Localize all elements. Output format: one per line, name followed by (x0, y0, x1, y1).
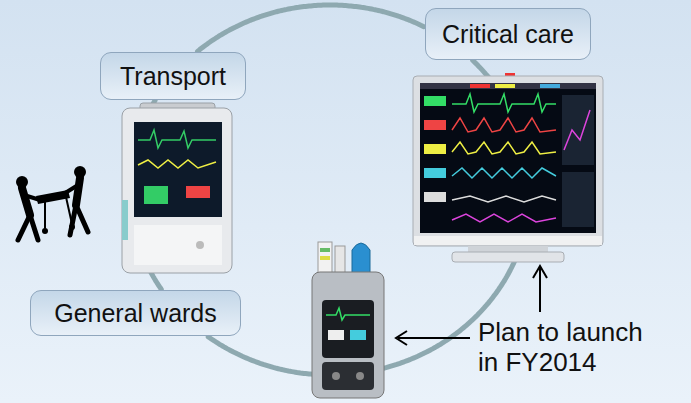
bedside-monitor (413, 73, 603, 262)
reading-mark (328, 330, 344, 340)
side-panel (562, 95, 594, 165)
probe-connector (335, 246, 345, 274)
person-leg (30, 215, 38, 240)
waveform (138, 130, 216, 148)
waveform (452, 118, 556, 132)
stretcher-bed (36, 190, 70, 204)
waveform (452, 196, 556, 202)
pointer-arrow (398, 337, 470, 339)
monitor-base (452, 252, 564, 262)
handheld-body (312, 272, 384, 398)
monitor-button (196, 241, 204, 249)
probe-stripe (320, 256, 330, 260)
category-box: Transport (100, 52, 246, 100)
monitor-chin (414, 236, 602, 245)
stretcher-figures (16, 166, 88, 240)
box-label: General wards (54, 299, 217, 328)
transport-monitor (122, 103, 232, 273)
reading-mark (424, 168, 446, 178)
stretcher-wheel (42, 228, 48, 234)
ring-arc (198, 5, 424, 51)
reading-mark (424, 96, 446, 106)
waveform (326, 308, 370, 320)
waveform (452, 142, 556, 154)
person-leg (76, 205, 88, 232)
box-label: Transport (120, 62, 226, 91)
monitor-stand (468, 246, 548, 252)
trend-line (564, 110, 590, 150)
handheld-monitor (312, 242, 384, 398)
alarm-mark (470, 84, 490, 88)
handheld-screen (322, 300, 374, 358)
probe-connector (352, 243, 370, 275)
monitor-screen (134, 122, 222, 217)
arrow-head (396, 331, 407, 345)
arrow-head (533, 266, 547, 278)
pointer-arrow (539, 268, 541, 312)
waveform (452, 94, 556, 112)
person-leg (18, 215, 30, 240)
stretcher-leg (66, 197, 72, 224)
monitor-panel (134, 225, 222, 265)
probe-stripe (320, 248, 330, 252)
reading-mark (424, 120, 446, 130)
monitor-screen (420, 83, 596, 233)
alarm-mark (495, 84, 515, 88)
reading-mark (186, 186, 210, 198)
waveform (138, 160, 216, 168)
alarm-mark (540, 84, 560, 88)
waveform (452, 214, 556, 222)
monitor-bezel (413, 76, 603, 246)
stretcher-leg (44, 202, 46, 228)
probe-connector (318, 242, 332, 274)
person-body (76, 178, 80, 205)
side-panel (562, 172, 594, 227)
launch-note: Plan to launch in FY2014 (478, 318, 664, 378)
monitor-body (122, 108, 232, 273)
waveform (452, 168, 556, 178)
box-label: Critical care (442, 20, 574, 49)
handheld-button (332, 372, 340, 380)
reading-mark (424, 192, 446, 202)
reading-mark (144, 186, 168, 204)
header-bar (420, 83, 596, 89)
reading-mark (350, 330, 366, 340)
category-box: Critical care (425, 8, 591, 60)
handheld-button (356, 372, 364, 380)
handheld-keys (322, 362, 374, 390)
side-strip (122, 200, 128, 240)
reading-mark (424, 144, 446, 154)
category-box: General wards (30, 290, 241, 336)
stretcher-wheel (69, 224, 75, 230)
person-body (22, 188, 30, 215)
